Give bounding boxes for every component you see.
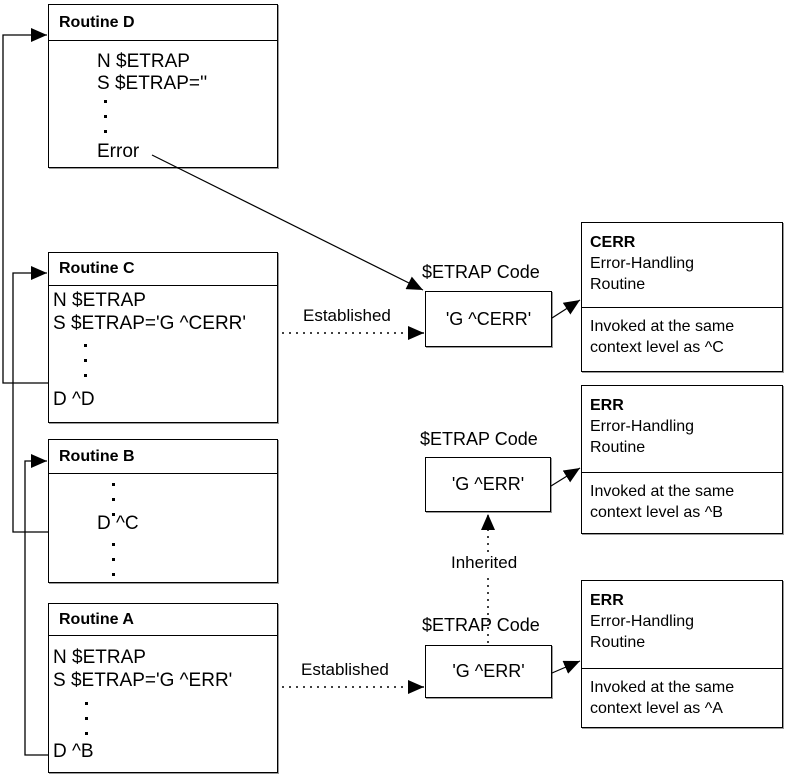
routine-a-code-line-1: N $ETRAP	[53, 647, 146, 668]
routine-d-code-line-2: S $ETRAP=''	[97, 73, 208, 94]
established-label-a: Established	[301, 660, 389, 679]
handler-cerr-header: CERR Error-Handling Routine	[582, 223, 782, 308]
handler-err-b-header: ERR Error-Handling Routine	[582, 386, 782, 473]
etrap-code-box-err-b: 'G ^ERR'	[425, 457, 551, 512]
routine-c-call-line: D ^D	[53, 389, 95, 410]
handler-cerr-desc-2: Routine	[590, 276, 646, 293]
routine-c-code-line-2: S $ETRAP='G ^CERR'	[53, 313, 247, 334]
handler-err-b-note-1: Invoked at the same	[590, 483, 735, 500]
handler-err-b-name: ERR	[590, 397, 624, 414]
handler-err-b-desc-1: Error-Handling	[590, 418, 695, 435]
routine-d-box: Routine D	[48, 4, 278, 168]
vertical-ellipsis	[85, 702, 88, 747]
routine-d-error-label: Error	[97, 141, 140, 162]
handler-box-cerr: CERR Error-Handling Routine Invoked at t…	[581, 222, 783, 372]
vertical-ellipsis	[112, 543, 115, 588]
established-label-c: Established	[303, 306, 391, 325]
routine-a-title: Routine A	[49, 604, 277, 636]
handler-err-a-desc-2: Routine	[590, 634, 646, 651]
etrap-code-label-c: $ETRAP Code	[422, 262, 540, 282]
routine-b-title: Routine B	[49, 440, 277, 474]
handler-err-b-note-2: context level as ^B	[590, 504, 723, 521]
vertical-ellipsis	[84, 344, 87, 389]
routine-c-code-line-1: N $ETRAP	[53, 290, 146, 311]
routine-d-title: Routine D	[49, 5, 277, 41]
etrap-code-label-a: $ETRAP Code	[422, 615, 540, 635]
handler-cerr-name: CERR	[590, 234, 636, 251]
invoke-arrow-err-a	[551, 660, 581, 674]
handler-cerr-note-1: Invoked at the same	[590, 318, 735, 335]
handler-err-b-desc-2: Routine	[590, 439, 646, 456]
vertical-ellipsis	[104, 100, 107, 145]
etrap-code-box-err-a: 'G ^ERR'	[425, 645, 552, 698]
routine-a-call-line: D ^B	[53, 741, 94, 762]
handler-box-err-a: ERR Error-Handling Routine Invoked at th…	[581, 580, 783, 728]
handler-err-b-note: Invoked at the same context level as ^B	[582, 473, 782, 523]
routine-a-box: Routine A	[48, 603, 278, 773]
etrap-code-box-cerr: 'G ^CERR'	[425, 291, 552, 347]
invoke-arrow-err-b	[550, 467, 581, 487]
routine-b-call-line: D ^C	[97, 513, 139, 534]
call-arrow-b-to-c	[12, 266, 48, 533]
handler-err-a-note: Invoked at the same context level as ^A	[582, 669, 782, 719]
handler-cerr-note: Invoked at the same context level as ^C	[582, 308, 782, 358]
handler-cerr-desc-1: Error-Handling	[590, 255, 695, 272]
handler-err-a-note-1: Invoked at the same	[590, 679, 735, 696]
routine-b-box: Routine B	[48, 439, 278, 583]
etrap-code-label-b: $ETRAP Code	[420, 429, 538, 449]
vertical-ellipsis	[112, 483, 115, 528]
call-arrow-a-to-b	[24, 454, 48, 756]
call-arrow-c-to-d	[2, 28, 48, 384]
handler-cerr-note-2: context level as ^C	[590, 339, 724, 356]
handler-box-err-b: ERR Error-Handling Routine Invoked at th…	[581, 385, 783, 534]
invoke-arrow-cerr	[551, 299, 581, 319]
handler-err-a-header: ERR Error-Handling Routine	[582, 581, 782, 669]
handler-err-a-note-2: context level as ^A	[590, 700, 723, 717]
routine-c-title: Routine C	[49, 253, 277, 286]
handler-err-a-name: ERR	[590, 592, 624, 609]
inherited-label: Inherited	[449, 553, 520, 573]
routine-d-code-line-1: N $ETRAP	[97, 51, 190, 72]
handler-err-a-desc-1: Error-Handling	[590, 613, 695, 630]
routine-a-code-line-2: S $ETRAP='G ^ERR'	[53, 670, 233, 691]
